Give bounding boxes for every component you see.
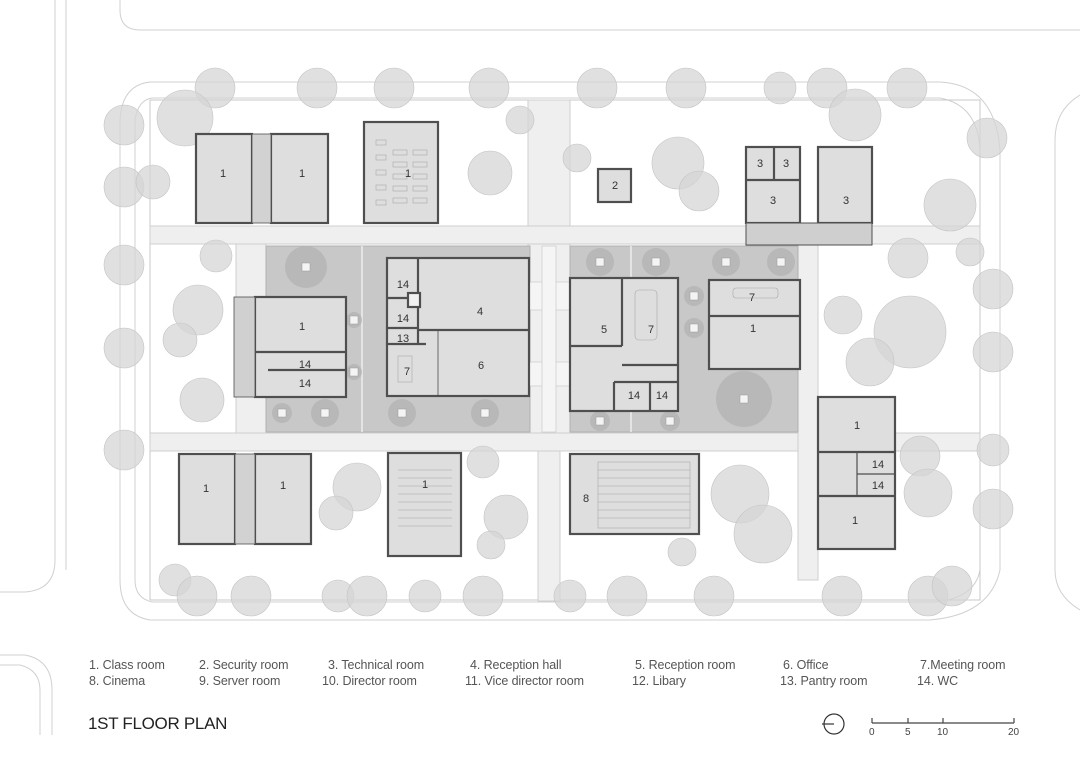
svg-text:1: 1 (203, 483, 209, 495)
svg-text:1: 1 (299, 321, 305, 333)
legend-item-10: 10. Director room (322, 674, 417, 688)
legend-item-12: 12. Libary (632, 674, 686, 688)
north-arrow-icon (822, 713, 845, 735)
trees (103, 67, 1014, 617)
svg-text:13: 13 (397, 333, 409, 345)
scale-label-5: 5 (905, 727, 911, 738)
scale-bar (871, 718, 1015, 724)
furniture (375, 139, 779, 529)
svg-text:1: 1 (854, 420, 860, 432)
meeting-tables (397, 287, 779, 383)
svg-text:1: 1 (220, 168, 226, 180)
legend-item-7: 7.Meeting room (920, 658, 1006, 672)
svg-text:4: 4 (477, 306, 483, 318)
legend-item-5: 5. Reception room (635, 658, 736, 672)
svg-text:3: 3 (770, 195, 776, 207)
svg-text:1: 1 (750, 323, 756, 335)
svg-text:5: 5 (601, 324, 607, 336)
svg-text:1: 1 (299, 168, 305, 180)
scale-label-20: 20 (1008, 727, 1020, 738)
legend-item-1: 1. Class room (89, 658, 165, 672)
svg-text:2: 2 (612, 180, 618, 192)
svg-text:14: 14 (299, 378, 311, 390)
legend-item-13: 13. Pantry room (780, 674, 868, 688)
legend-item-4: 4. Reception hall (470, 658, 562, 672)
svg-text:1: 1 (280, 480, 286, 492)
svg-text:1: 1 (422, 479, 428, 491)
cinema-seats (597, 461, 691, 529)
svg-text:14: 14 (872, 459, 884, 471)
class-desks-n (375, 139, 428, 206)
svg-text:14: 14 (397, 279, 409, 291)
svg-text:14: 14 (397, 313, 409, 325)
legend-item-9: 9. Server room (199, 674, 281, 688)
svg-text:7: 7 (749, 292, 755, 304)
central-steps (527, 245, 571, 433)
svg-text:7: 7 (648, 324, 654, 336)
legend-item-6: 6. Office (783, 658, 829, 672)
svg-text:14: 14 (656, 390, 668, 402)
svg-text:6: 6 (478, 360, 484, 372)
svg-text:8: 8 (583, 493, 589, 505)
svg-text:14: 14 (872, 480, 884, 492)
class-desks-s (398, 469, 452, 527)
drawing-title: 1ST FLOOR PLAN (88, 714, 228, 733)
legend-item-8: 8. Cinema (89, 674, 146, 688)
legend-item-2: 2. Security room (199, 658, 289, 672)
svg-text:1: 1 (405, 168, 411, 180)
room-labels: 1 1 1 2 3 3 3 3 1 14 14 14 14 13 7 4 6 5… (203, 158, 884, 527)
svg-text:1: 1 (852, 515, 858, 527)
legend-item-14: 14. WC (917, 674, 959, 688)
svg-text:3: 3 (783, 158, 789, 170)
buildings (177, 120, 897, 558)
svg-text:7: 7 (404, 366, 410, 378)
svg-text:14: 14 (628, 390, 640, 402)
legend-item-3: 3. Technical room (328, 658, 425, 672)
svg-text:3: 3 (757, 158, 763, 170)
scale-label-0: 0 (869, 727, 875, 738)
svg-text:14: 14 (299, 359, 311, 371)
scale-label-10: 10 (937, 727, 949, 738)
legend-item-11: 11. Vice director room (465, 674, 584, 688)
svg-text:3: 3 (843, 195, 849, 207)
